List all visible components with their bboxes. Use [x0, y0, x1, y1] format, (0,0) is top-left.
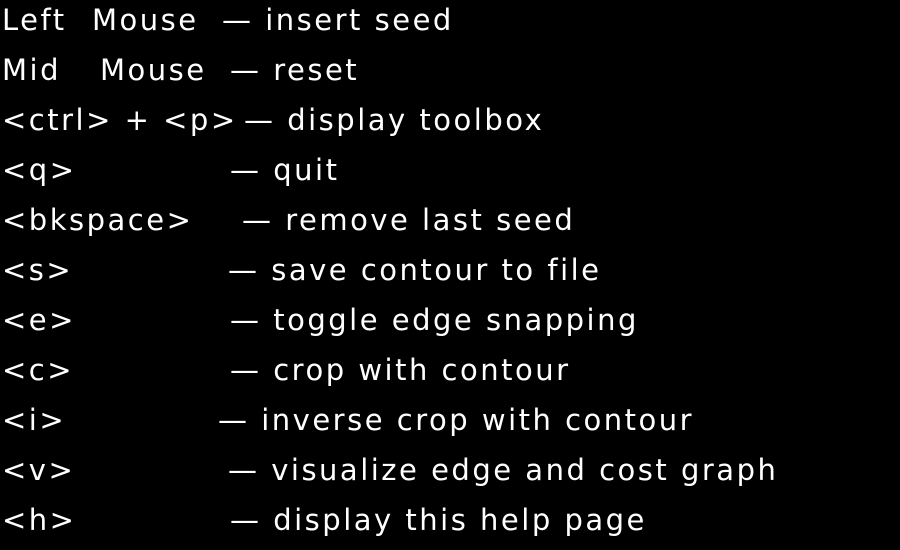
help-row-h: <h> — display this help page	[0, 500, 900, 550]
help-row-left-mouse: Left Mouse — insert seed	[0, 0, 900, 50]
s-key-label: <s>	[2, 253, 74, 287]
help-row-c: <c> — crop with contour	[0, 350, 900, 400]
c-description: — crop with contour	[230, 353, 571, 387]
ctrl-p-description: — display toolbox	[244, 103, 545, 137]
h-description: — display this help page	[230, 503, 647, 537]
v-key-label: <v>	[2, 453, 76, 487]
help-row-ctrl-p: <ctrl> + <p> — display toolbox	[0, 100, 900, 150]
e-key-label: <e>	[2, 303, 76, 337]
help-row-q: <q> — quit	[0, 150, 900, 200]
q-key-label: <q>	[2, 153, 77, 187]
e-description: — toggle edge snapping	[230, 303, 639, 337]
i-description: — inverse crop with contour	[218, 403, 695, 437]
left-mouse-key-label: Left	[2, 3, 67, 37]
help-row-v: <v> — visualize edge and cost graph	[0, 450, 900, 500]
left-mouse-description: — insert seed	[222, 3, 454, 37]
bkspace-description: — remove last seed	[242, 203, 576, 237]
q-description: — quit	[230, 153, 340, 187]
c-key-label: <c>	[2, 353, 75, 387]
h-key-label: <h>	[2, 503, 77, 537]
help-row-i: <i> — inverse crop with contour	[0, 400, 900, 450]
s-description: — save contour to file	[228, 253, 602, 287]
help-row-bkspace: <bkspace> — remove last seed	[0, 200, 900, 250]
help-row-mid-mouse: Mid Mouse — reset	[0, 50, 900, 100]
help-row-s: <s> — save contour to file	[0, 250, 900, 300]
bkspace-key-label: <bkspace>	[2, 203, 194, 237]
help-row-e: <e> — toggle edge snapping	[0, 300, 900, 350]
i-key-label: <i>	[2, 403, 67, 437]
ctrl-p-key-label: <ctrl> + <p>	[2, 103, 238, 137]
v-description: — visualize edge and cost graph	[228, 453, 779, 487]
mid-mouse-description: — reset	[230, 53, 360, 87]
left-mouse-key-label-2: Mouse	[92, 3, 199, 37]
mid-mouse-key-label: Mid	[2, 53, 61, 87]
mid-mouse-key-label-2: Mouse	[100, 53, 207, 87]
